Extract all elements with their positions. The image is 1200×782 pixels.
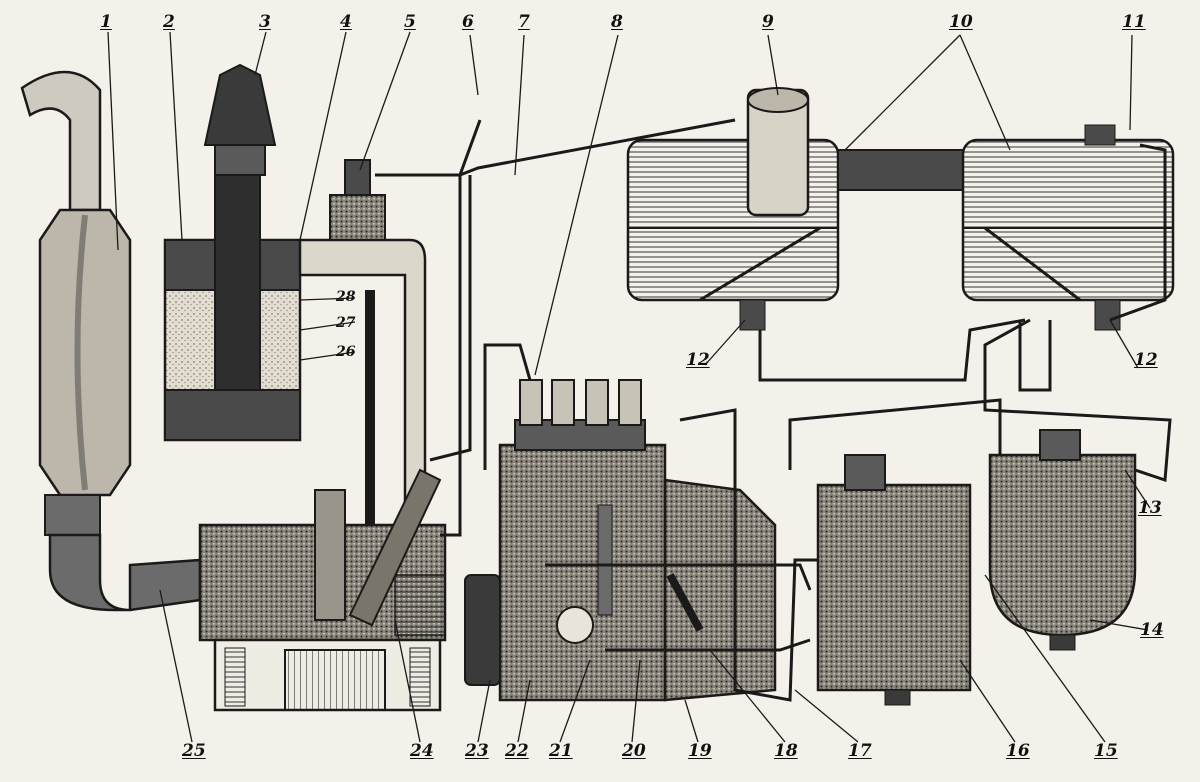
- callout-8: 8: [611, 12, 623, 32]
- callout-10: 10: [949, 12, 973, 32]
- callout-5: 5: [404, 12, 416, 32]
- fine-filter: [988, 429, 1137, 651]
- callout-6: 6: [462, 12, 474, 32]
- callout-26: 26: [336, 344, 356, 360]
- callout-2: 2: [163, 12, 175, 32]
- callout-23: 23: [465, 741, 489, 761]
- callout-9: 9: [762, 12, 774, 32]
- callout-4: 4: [340, 12, 352, 32]
- engine-cylinder: [198, 468, 447, 712]
- fuel-lines: [375, 118, 1172, 702]
- callout-20: 20: [622, 741, 646, 761]
- fuel-tanks: [626, 87, 1175, 331]
- callout-3: 3: [259, 12, 271, 32]
- callout-27: 27: [336, 315, 356, 331]
- callout-22: 22: [505, 741, 529, 761]
- exhaust-muffler: [20, 70, 202, 612]
- callout-24: 24: [410, 741, 434, 761]
- callout-25: 25: [182, 741, 206, 761]
- callout-28: 28: [336, 289, 356, 305]
- air-cleaner: [163, 63, 302, 442]
- callout-17: 17: [848, 741, 872, 761]
- callout-11: 11: [1122, 12, 1146, 32]
- callout-15: 15: [1094, 741, 1118, 761]
- callout-12-right: 12: [1134, 350, 1158, 370]
- callout-1: 1: [100, 12, 112, 32]
- callout-7: 7: [518, 12, 530, 32]
- callout-13: 13: [1138, 498, 1162, 518]
- injection-pump: [464, 379, 777, 702]
- callout-18: 18: [774, 741, 798, 761]
- callout-21: 21: [549, 741, 573, 761]
- callout-14: 14: [1140, 620, 1164, 640]
- callout-19: 19: [688, 741, 712, 761]
- coarse-filter: [816, 454, 972, 706]
- pump-sections: [519, 379, 642, 426]
- leader-lines: [107, 31, 1151, 743]
- intake-manifold: [298, 159, 427, 530]
- callout-16: 16: [1006, 741, 1030, 761]
- callout-12-left: 12: [686, 350, 710, 370]
